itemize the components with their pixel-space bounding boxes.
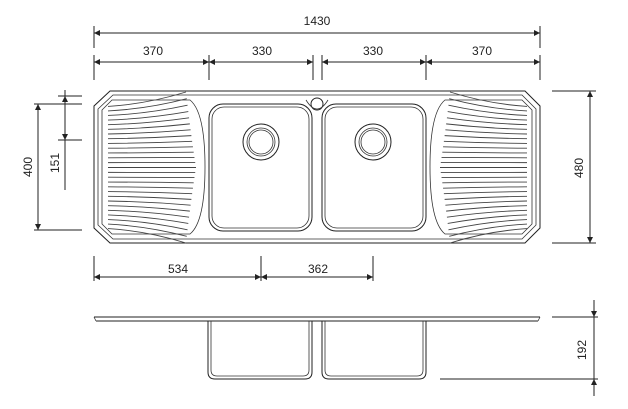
drainer-groove	[442, 151, 528, 154]
drainer-groove	[107, 186, 193, 189]
left-bowl	[208, 103, 313, 232]
right-drainer-grooves	[440, 91, 528, 244]
dim-right-vertical: 480	[552, 90, 596, 244]
drainer-groove	[107, 214, 189, 224]
dim-segments: 370 330 330 370	[93, 44, 541, 80]
drainer-groove	[107, 191, 193, 195]
drainer-groove	[443, 186, 528, 189]
drainer-groove	[448, 104, 528, 116]
drainer-groove	[443, 146, 528, 149]
drainer-groove	[447, 214, 528, 224]
left-drain-icon	[242, 123, 280, 161]
drainer-groove	[445, 200, 528, 206]
tap-hole-icon	[310, 97, 324, 111]
drainer-groove	[449, 98, 528, 112]
drainer-groove	[446, 117, 528, 126]
right-drain-icon	[354, 123, 392, 161]
dim-label-1430: 1430	[304, 14, 331, 28]
drainer-groove	[449, 228, 528, 244]
drainer-groove	[107, 117, 190, 126]
drainer-groove	[445, 129, 528, 135]
dim-label-362: 362	[308, 262, 328, 276]
dim-side-height: 192	[440, 300, 598, 396]
drainer-groove	[442, 181, 528, 184]
drainer-groove	[446, 205, 528, 212]
drainer-groove	[107, 129, 191, 135]
drainer-groove	[446, 209, 528, 218]
dim-bottom-horizontal: 534 362	[93, 256, 374, 281]
dim-label-400: 400	[21, 157, 35, 177]
drainer-groove	[443, 191, 528, 195]
drainer-groove	[107, 219, 188, 231]
drainer-groove	[107, 91, 187, 107]
dim-label-480: 480	[572, 158, 586, 178]
drainer-groove	[444, 195, 528, 200]
drainer-groove	[107, 223, 187, 237]
drainer-groove	[107, 181, 194, 184]
dim-label-370-left: 370	[143, 44, 163, 58]
drainer-groove	[107, 123, 190, 130]
drainer-groove	[107, 146, 193, 149]
right-bowl	[321, 103, 427, 232]
dim-label-370-right: 370	[472, 44, 492, 58]
dim-left-vertical: 400 151	[21, 90, 82, 231]
dim-label-534: 534	[168, 262, 188, 276]
drainer-groove	[107, 151, 194, 154]
drainer-groove	[107, 209, 190, 218]
dim-label-151: 151	[48, 153, 62, 173]
dim-overall-width: 1430	[93, 14, 541, 48]
drainer-groove	[107, 195, 192, 200]
dim-label-192: 192	[575, 340, 589, 360]
drainer-groove	[107, 205, 190, 212]
drainer-groove	[107, 111, 189, 121]
left-drainer-grooves	[107, 91, 196, 244]
drainer-groove	[107, 200, 191, 206]
sink-side-view	[93, 316, 541, 380]
drainer-groove	[449, 91, 528, 107]
drainer-groove	[444, 135, 528, 140]
dim-label-330-right: 330	[363, 44, 383, 58]
drainer-groove	[107, 104, 188, 116]
drainer-groove	[107, 140, 193, 144]
drainer-groove	[447, 111, 528, 121]
drainer-groove	[107, 135, 192, 140]
drainer-groove	[448, 219, 528, 231]
dim-label-330-left: 330	[252, 44, 272, 58]
drainer-groove	[443, 140, 528, 144]
drainer-groove	[446, 123, 528, 130]
drainer-groove	[107, 98, 187, 112]
drainer-groove	[449, 223, 528, 237]
drainer-groove	[107, 228, 187, 244]
sink-top-view	[93, 90, 541, 244]
